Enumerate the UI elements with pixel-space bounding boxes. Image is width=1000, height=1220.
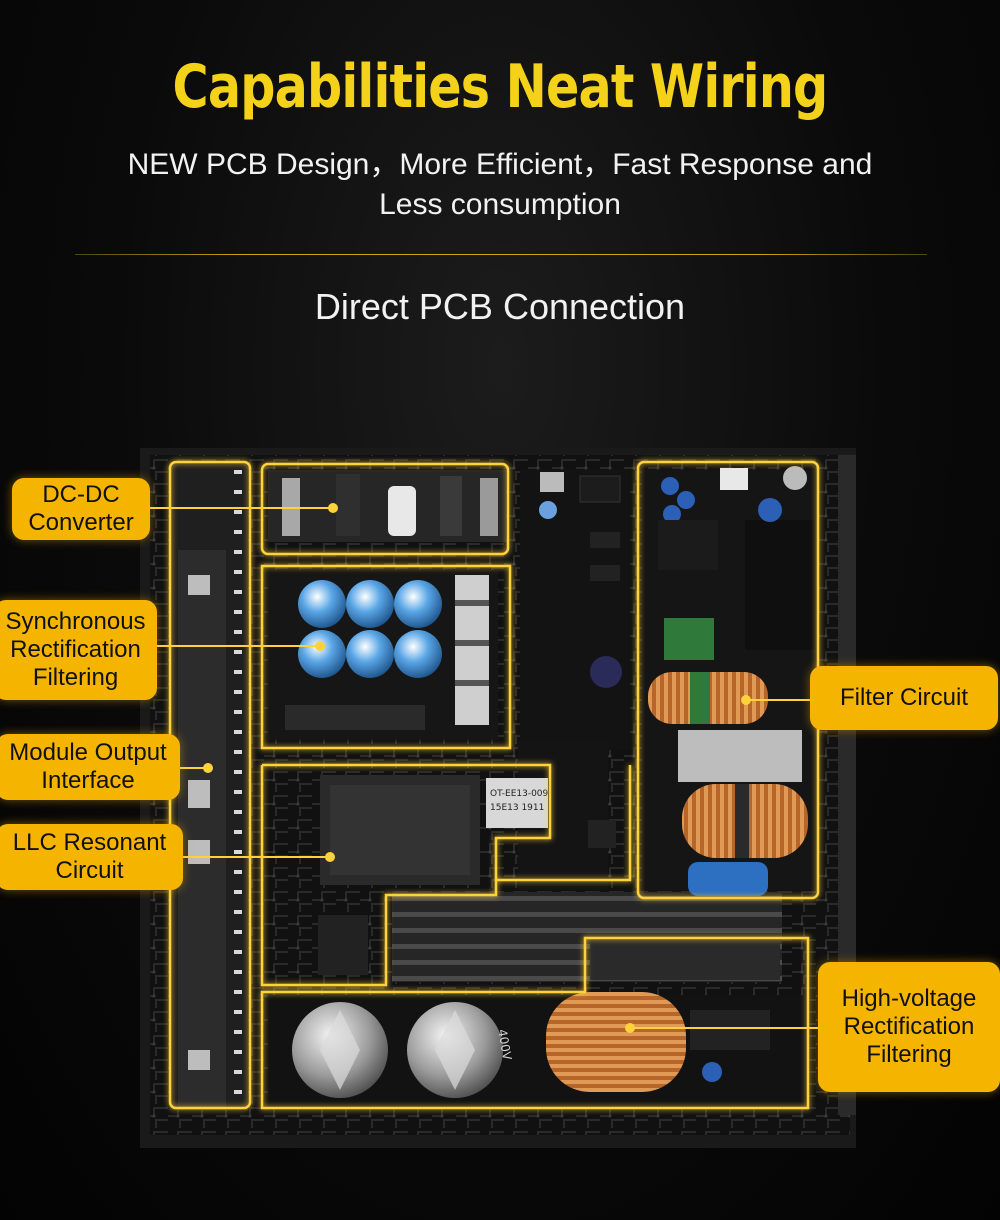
label-sync-line-1: Synchronous — [5, 608, 146, 635]
label-llc-resonant-circuit: LLC Resonant Circuit — [0, 824, 183, 890]
label-dc-dc-line-1: DC-DC — [42, 481, 120, 508]
label-module-output-interface: Module Output Interface — [0, 734, 180, 800]
divider-line — [75, 254, 927, 255]
page-subtitle: NEW PCB Design，More Efficient，Fast Respo… — [100, 145, 900, 225]
label-dc-dc-line-2: Converter — [28, 509, 134, 536]
label-hv-line-1: High-voltage — [841, 985, 977, 1012]
llc-outline-left — [260, 765, 498, 987]
emi-filter-components — [642, 466, 817, 896]
transformer-marking: OT-EE13-009 — [490, 789, 549, 799]
label-llc-line-1: LLC Resonant — [12, 829, 167, 856]
label-sync-line-2: Rectification — [10, 636, 141, 663]
label-sync-line-3: Filtering — [32, 664, 119, 691]
subtitle-line-1: NEW PCB Design，More Efficient，Fast Respo… — [127, 148, 873, 181]
section-title: Direct PCB Connection — [314, 286, 686, 327]
label-filter-line-1: Filter Circuit — [839, 684, 968, 711]
label-synchronous-rectification: Synchronous Rectification Filtering — [0, 600, 157, 700]
label-module-line-2: Interface — [41, 767, 135, 794]
llc-outline — [262, 763, 632, 882]
label-filter-circuit: Filter Circuit — [810, 666, 998, 730]
label-llc-line-2: Circuit — [55, 857, 124, 884]
hv-outline — [260, 936, 810, 1110]
sync-rect-outline — [260, 564, 512, 750]
dc-dc-components — [268, 470, 506, 542]
label-hv-line-3: Filtering — [866, 1041, 952, 1068]
casing-side-wall — [838, 455, 856, 1115]
capacitor-marking: 400V — [495, 1028, 514, 1062]
label-leader-lines — [150, 503, 818, 1033]
label-dc-dc-converter: DC-DC Converter — [12, 478, 150, 540]
highlight-outlines — [168, 460, 820, 1110]
high-voltage-components: 400V — [268, 940, 808, 1105]
llc-transformer: OT-EE13-009 15E13 1911 — [320, 775, 549, 885]
solid-capacitors — [268, 570, 498, 740]
connector-housing — [178, 550, 226, 1110]
mosfet-block — [318, 915, 368, 975]
label-module-line-1: Module Output — [9, 739, 167, 766]
page-title: Capabilities Neat Wiring — [172, 52, 829, 122]
transformer-marking-sub: 15E13 1911 — [490, 803, 544, 813]
label-high-voltage-rectification: High-voltage Rectification Filtering — [818, 962, 1000, 1092]
subtitle-line-2: Less consumption — [379, 188, 621, 221]
label-hv-line-2: Rectification — [843, 1013, 975, 1040]
